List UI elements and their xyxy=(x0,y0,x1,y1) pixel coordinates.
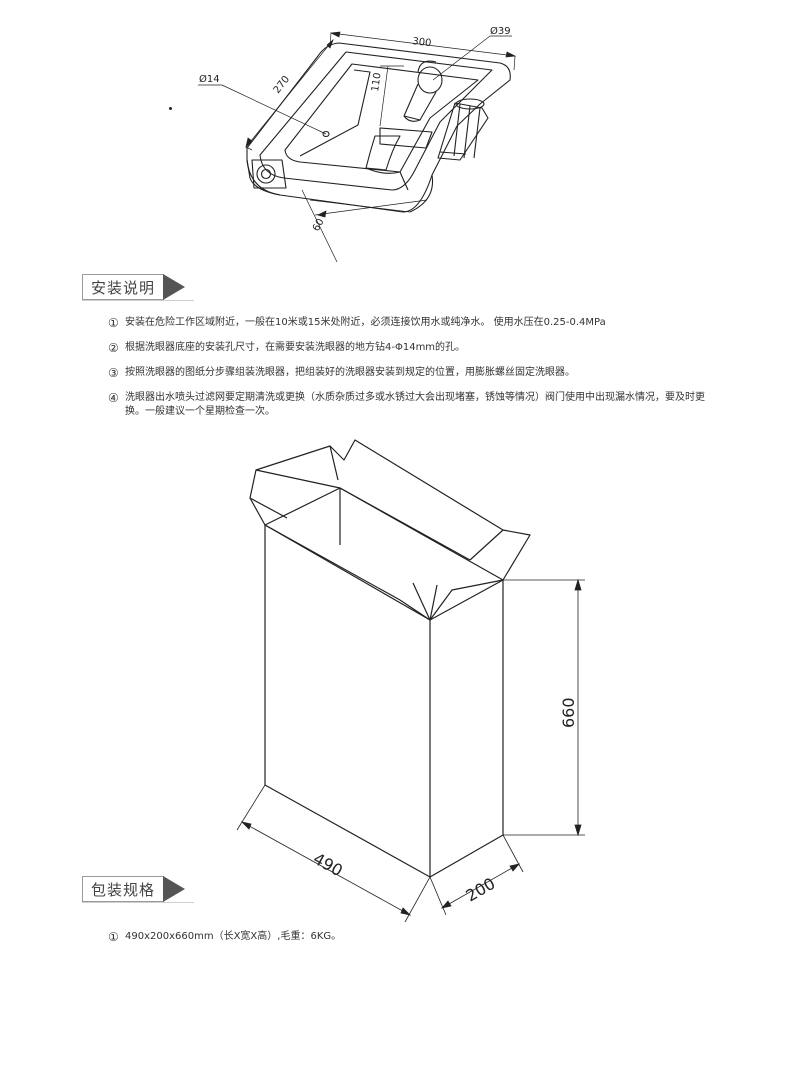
box-dim-660-label: 660 xyxy=(559,697,578,728)
dim-300-label: 300 xyxy=(412,36,432,49)
box-dim-200-label: 200 xyxy=(463,874,499,906)
install-section-title: 安装说明 xyxy=(82,274,165,300)
spec-text: 490x200x660mm（长X宽X高）,毛重：6KG。 xyxy=(125,931,342,942)
header-arrow-icon xyxy=(163,876,186,902)
dim-60-label: 60 xyxy=(311,217,327,233)
install-step: ③ 按照洗眼器的图纸分步骤组装洗眼器，把组装好的洗眼器安装到规定的位置，用膨胀螺… xyxy=(108,366,708,380)
step-text: 洗眼器出水喷头过滤网要定期清洗或更换（水质杂质过多或水锈过大会出现堵塞，锈蚀等情… xyxy=(125,392,705,417)
spec-number: ① xyxy=(108,930,119,944)
box-dim-490-label: 490 xyxy=(310,849,346,880)
packaging-spec: ① 490x200x660mm（长X宽X高）,毛重：6KG。 xyxy=(108,930,708,944)
dim-110-label: 110 xyxy=(370,72,384,92)
step-text: 安装在危险工作区域附近，一般在10米或15米处附近，必须连接饮用水或纯净水。 使… xyxy=(125,317,606,328)
step-number: ② xyxy=(108,341,119,355)
install-steps: ① 安装在危险工作区域附近，一般在10米或15米处附近，必须连接饮用水或纯净水。… xyxy=(108,316,708,430)
step-text: 按照洗眼器的图纸分步骤组装洗眼器，把组装好的洗眼器安装到规定的位置，用膨胀螺丝固… xyxy=(125,367,575,378)
install-section-header: 安装说明 xyxy=(82,274,194,301)
dim-hole-14-label: Ø14 xyxy=(199,73,220,85)
header-arrow-icon xyxy=(163,274,186,300)
install-step: ① 安装在危险工作区域附近，一般在10米或15米处附近，必须连接饮用水或纯净水。… xyxy=(108,316,708,330)
step-text: 根据洗眼器底座的安装孔尺寸，在需要安装洗眼器的地方钻4-Φ14mm的孔。 xyxy=(125,342,466,353)
packaging-section-title: 包装规格 xyxy=(82,876,165,902)
dim-hole-39-label: Ø39 xyxy=(490,25,511,37)
install-step: ④ 洗眼器出水喷头过滤网要定期清洗或更换（水质杂质过多或水锈过大会出现堵塞，锈蚀… xyxy=(108,391,708,419)
stray-dot xyxy=(169,107,172,110)
eyewash-bowl-drawing: 300 270 Ø39 Ø14 110 60 xyxy=(198,25,517,263)
step-number: ① xyxy=(108,316,119,330)
dim-270-label: 270 xyxy=(272,74,292,96)
step-number: ③ xyxy=(108,366,119,380)
step-number: ④ xyxy=(108,391,119,405)
packaging-section-header: 包装规格 xyxy=(82,876,194,903)
install-step: ② 根据洗眼器底座的安装孔尺寸，在需要安装洗眼器的地方钻4-Φ14mm的孔。 xyxy=(108,341,708,355)
